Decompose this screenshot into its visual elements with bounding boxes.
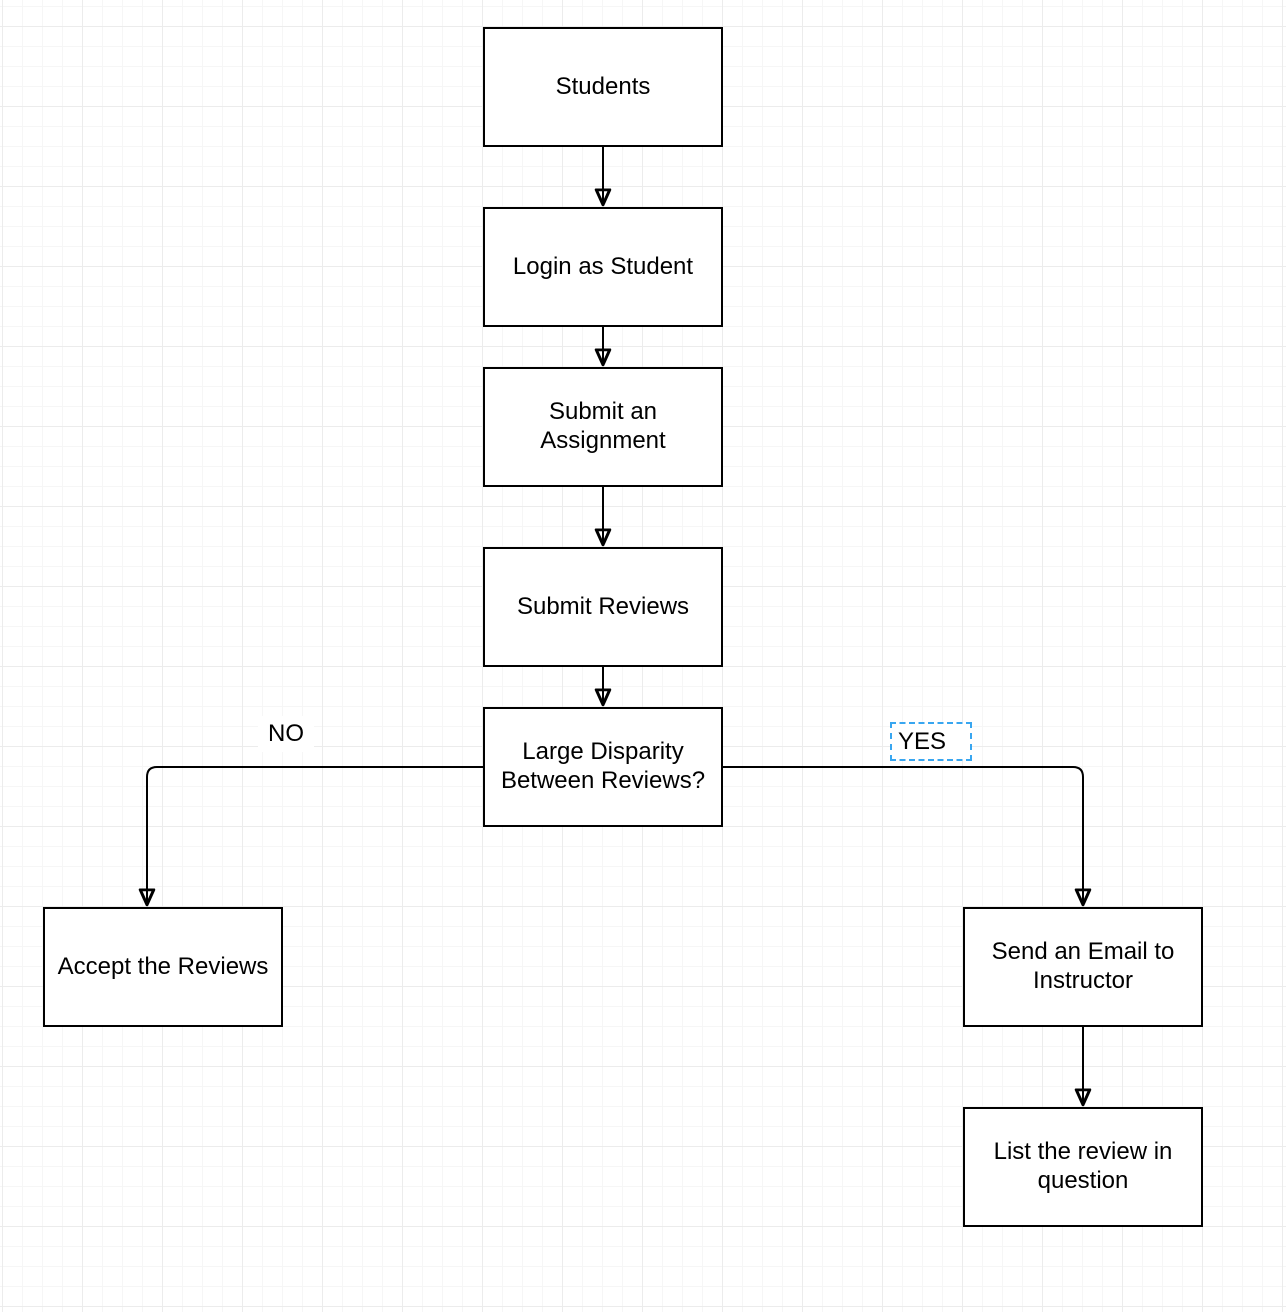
node-submit-reviews-label: Submit Reviews [516, 592, 690, 620]
node-disparity-label: Large Disparity Between Reviews? [500, 738, 706, 794]
node-submit-an-assignment[interactable]: Submit an Assignment [483, 367, 723, 487]
edge-disparity-accept-no[interactable] [138, 766, 483, 907]
node-login-label: Login as Student [512, 252, 694, 280]
node-login-as-student[interactable]: Login as Student [483, 207, 723, 327]
node-send-email-to-instructor[interactable]: Send an Email to Instructor [963, 907, 1203, 1027]
node-students[interactable]: Students [483, 27, 723, 147]
node-large-disparity-decision[interactable]: Large Disparity Between Reviews? [483, 707, 723, 827]
edge-label-yes-selected[interactable]: YES [890, 722, 972, 761]
node-accept-the-reviews[interactable]: Accept the Reviews [43, 907, 283, 1027]
edge-disparity-email-yes[interactable] [723, 766, 1092, 907]
node-list-review-in-question[interactable]: List the review in question [963, 1107, 1203, 1227]
node-submit-assignment-label: Submit an Assignment [540, 398, 666, 454]
edge-label-no-text: NO [268, 720, 304, 747]
edge-label-yes-text: YES [898, 727, 947, 755]
node-email-label: Send an Email to Instructor [991, 938, 1175, 994]
node-students-label: Students [555, 72, 651, 100]
edge-label-no[interactable]: NO [258, 716, 314, 752]
node-list-review-label: List the review in question [993, 1138, 1173, 1194]
node-submit-reviews[interactable]: Submit Reviews [483, 547, 723, 667]
node-accept-label: Accept the Reviews [57, 952, 269, 980]
